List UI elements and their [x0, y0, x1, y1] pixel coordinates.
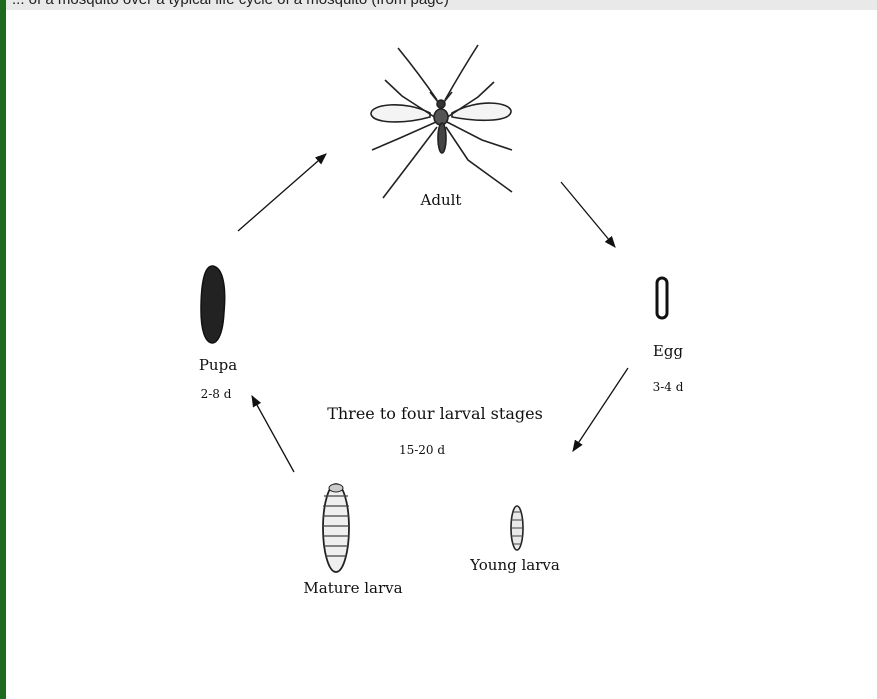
- adult-mosquito-icon: [371, 45, 512, 198]
- egg-icon: [657, 278, 667, 318]
- mature-larva-label: Mature larva: [303, 579, 402, 597]
- adult-label: Adult: [420, 191, 462, 209]
- egg-label: Egg: [653, 342, 684, 360]
- larval-stages-caption: Three to four larval stages: [327, 404, 543, 423]
- mature-larva-icon: [323, 484, 349, 572]
- young-larva-label: Young larva: [469, 556, 560, 574]
- pupa-icon: [201, 266, 225, 343]
- arrow-adult-to-egg: [561, 182, 615, 247]
- egg-duration: 3-4 d: [653, 380, 684, 394]
- arrow-egg-to-young-larva: [573, 368, 628, 451]
- pupa-label: Pupa: [199, 356, 237, 374]
- arrow-pupa-to-adult: [238, 154, 326, 231]
- larval-stages-duration: 15-20 d: [399, 443, 445, 457]
- pupa-duration: 2-8 d: [201, 387, 232, 401]
- arrow-mature-larva-to-pupa: [252, 396, 294, 472]
- young-larva-icon: [511, 506, 523, 550]
